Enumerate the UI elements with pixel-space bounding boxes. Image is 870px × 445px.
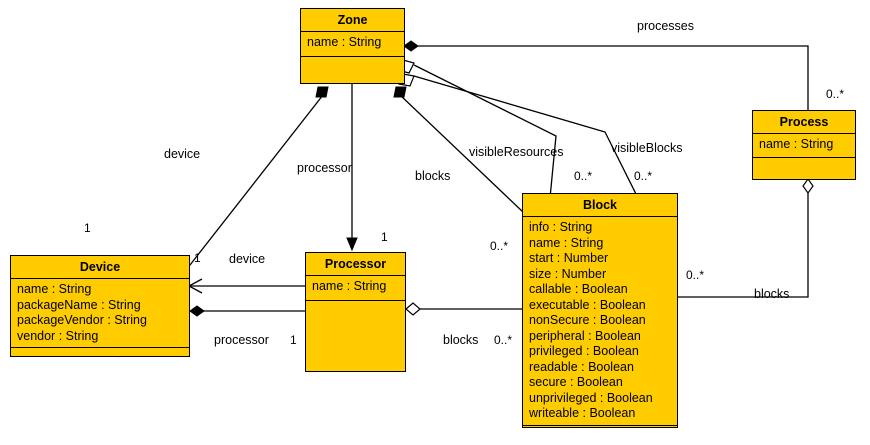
diamond-process-blocks — [802, 177, 814, 195]
edge-label-process-blocks: blocks — [754, 287, 790, 301]
arrowhead-zone-processor — [346, 237, 358, 252]
multiplicity-zone-device-end: 1 — [84, 221, 91, 235]
attribute-row: size : Number — [529, 266, 607, 281]
attribute-row: packageVendor : String — [17, 313, 147, 327]
attribute-row: name : String — [529, 235, 604, 250]
attribute-row: callable : Boolean — [529, 282, 628, 296]
class-block-title: Block — [523, 194, 677, 217]
edge-label-visible-blocks: visibleBlocks — [611, 141, 683, 155]
diamond-zone-device — [315, 86, 329, 98]
edge-label-device-processor-device: device — [229, 252, 266, 266]
class-process-operations — [753, 158, 855, 178]
arrow-heads — [187, 278, 203, 294]
class-block-operations — [523, 426, 677, 439]
multiplicity-processor-device-end: 1 — [290, 333, 297, 347]
attribute-row: name : String — [17, 282, 92, 296]
class-zone-attributes: name : String — [301, 32, 404, 57]
edge-label-zone-processor: processor — [297, 161, 352, 175]
attribute-row: writeable : Boolean — [529, 406, 636, 420]
class-device-operations — [11, 348, 189, 358]
class-processor[interactable]: Processor name : String — [305, 252, 406, 372]
class-zone[interactable]: Zone name : String — [300, 8, 405, 84]
attribute-row: info : String — [529, 220, 593, 234]
arrow-head-filled — [346, 237, 358, 252]
attribute-row: nonSecure : Boolean — [529, 313, 646, 327]
edge-label-zone-blocks: blocks — [415, 169, 451, 183]
multiplicity-process-end: 0..* — [826, 87, 845, 101]
multiplicity-zone-processor-end: 1 — [381, 230, 388, 244]
edge-label-zone-device: device — [164, 147, 201, 161]
attribute-row: name : String — [312, 279, 387, 293]
class-block-attributes: info : String name : String start : Numb… — [523, 217, 677, 426]
attribute-row: privileged : Boolean — [529, 344, 639, 358]
edge-label-device-processor-processor: processor — [214, 333, 269, 347]
diamond-zone-process — [403, 40, 419, 52]
class-zone-operations — [301, 57, 404, 77]
diamond-processor-blocks — [405, 302, 421, 316]
multiplicity-processor-blocks-end: 0..* — [494, 333, 513, 347]
multiplicity-zone-blocks-end: 0..* — [490, 239, 509, 253]
class-block[interactable]: Block info : String name : String start … — [522, 193, 678, 428]
attribute-row: executable : Boolean — [529, 297, 646, 312]
attribute-row: start : Number — [529, 251, 609, 265]
attribute-row: unprivileged : Boolean — [529, 390, 653, 405]
class-device-title: Device — [11, 256, 189, 279]
multiplicity-device-end: 1 — [194, 251, 201, 265]
edge-zone-process — [418, 45, 809, 110]
class-process-attributes: name : String — [753, 134, 855, 158]
diamond-device-processor — [189, 305, 205, 317]
class-zone-title: Zone — [301, 9, 404, 32]
attribute-row: vendor : String — [17, 328, 99, 343]
attribute-row: packageName : String — [17, 297, 141, 312]
edge-label-visible-resources: visibleResources — [469, 145, 564, 159]
class-processor-title: Processor — [306, 253, 405, 276]
attribute-row: name : String — [759, 137, 834, 151]
edge-label-processes: processes — [637, 19, 694, 33]
class-device[interactable]: Device name : String packageName : Strin… — [10, 255, 190, 357]
arrowhead-processor-device — [187, 278, 203, 294]
edge-label-processor-blocks: blocks — [443, 333, 479, 347]
class-processor-attributes: name : String — [306, 276, 405, 301]
class-process-title: Process — [753, 111, 855, 134]
attribute-row: secure : Boolean — [529, 375, 623, 389]
attribute-row: name : String — [307, 35, 382, 49]
multiplicity-visible-blocks-end: 0..* — [634, 169, 653, 183]
multiplicity-visible-resources-end: 0..* — [574, 169, 593, 183]
class-device-attributes: name : String packageName : String packa… — [11, 279, 189, 348]
diamond-zone-blocks — [393, 86, 407, 98]
class-process[interactable]: Process name : String — [752, 110, 856, 180]
attribute-row: readable : Boolean — [529, 359, 634, 374]
multiplicity-process-blocks-end: 0..* — [686, 268, 705, 282]
attribute-row: peripheral : Boolean — [529, 328, 641, 343]
class-processor-operations — [306, 301, 405, 371]
